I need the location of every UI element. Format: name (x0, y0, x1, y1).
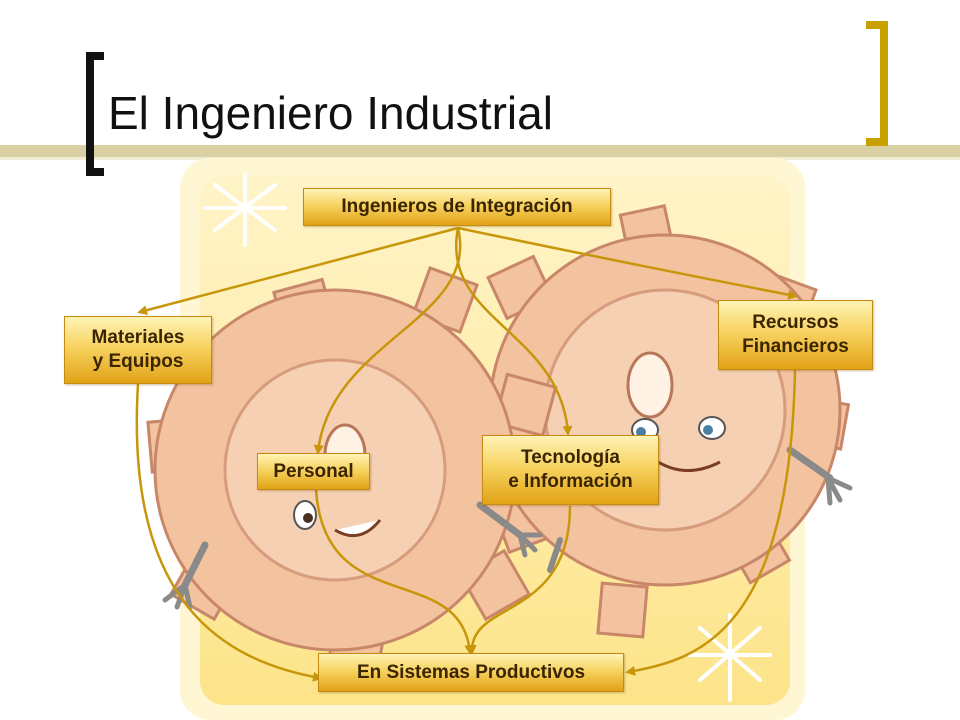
node-tecnologia-e-informacion: Tecnología e Información (482, 435, 659, 505)
arrow-recursos-to-sistemas (625, 369, 797, 676)
arrow-materiales-to-sistemas (135, 383, 323, 682)
node-materiales-y-equipos: Materiales y Equipos (64, 316, 212, 384)
node-recursos-financieros: Recursos Financieros (718, 300, 873, 370)
node-en-sistemas-productivos: En Sistemas Productivos (318, 653, 624, 692)
left-bracket (86, 52, 104, 176)
arrow-integracion-to-tecnologia (454, 227, 573, 436)
right-bracket (866, 21, 888, 146)
node-personal: Personal (257, 453, 370, 490)
sparkle-icon (688, 613, 772, 702)
arrow-integracion-to-materiales (137, 226, 459, 316)
arrow-integracion-to-personal (313, 227, 462, 455)
node-ingenieros-de-integracion: Ingenieros de Integración (303, 188, 611, 226)
slide-title: El Ingeniero Industrial (108, 87, 553, 139)
sparkle-icon (203, 173, 287, 247)
title-accent-bar (0, 145, 960, 157)
arrow-personal-to-sistemas (314, 489, 475, 655)
arrow-integracion-to-recursos (457, 226, 798, 300)
arrow-tecnologia-to-sistemas (466, 505, 572, 655)
